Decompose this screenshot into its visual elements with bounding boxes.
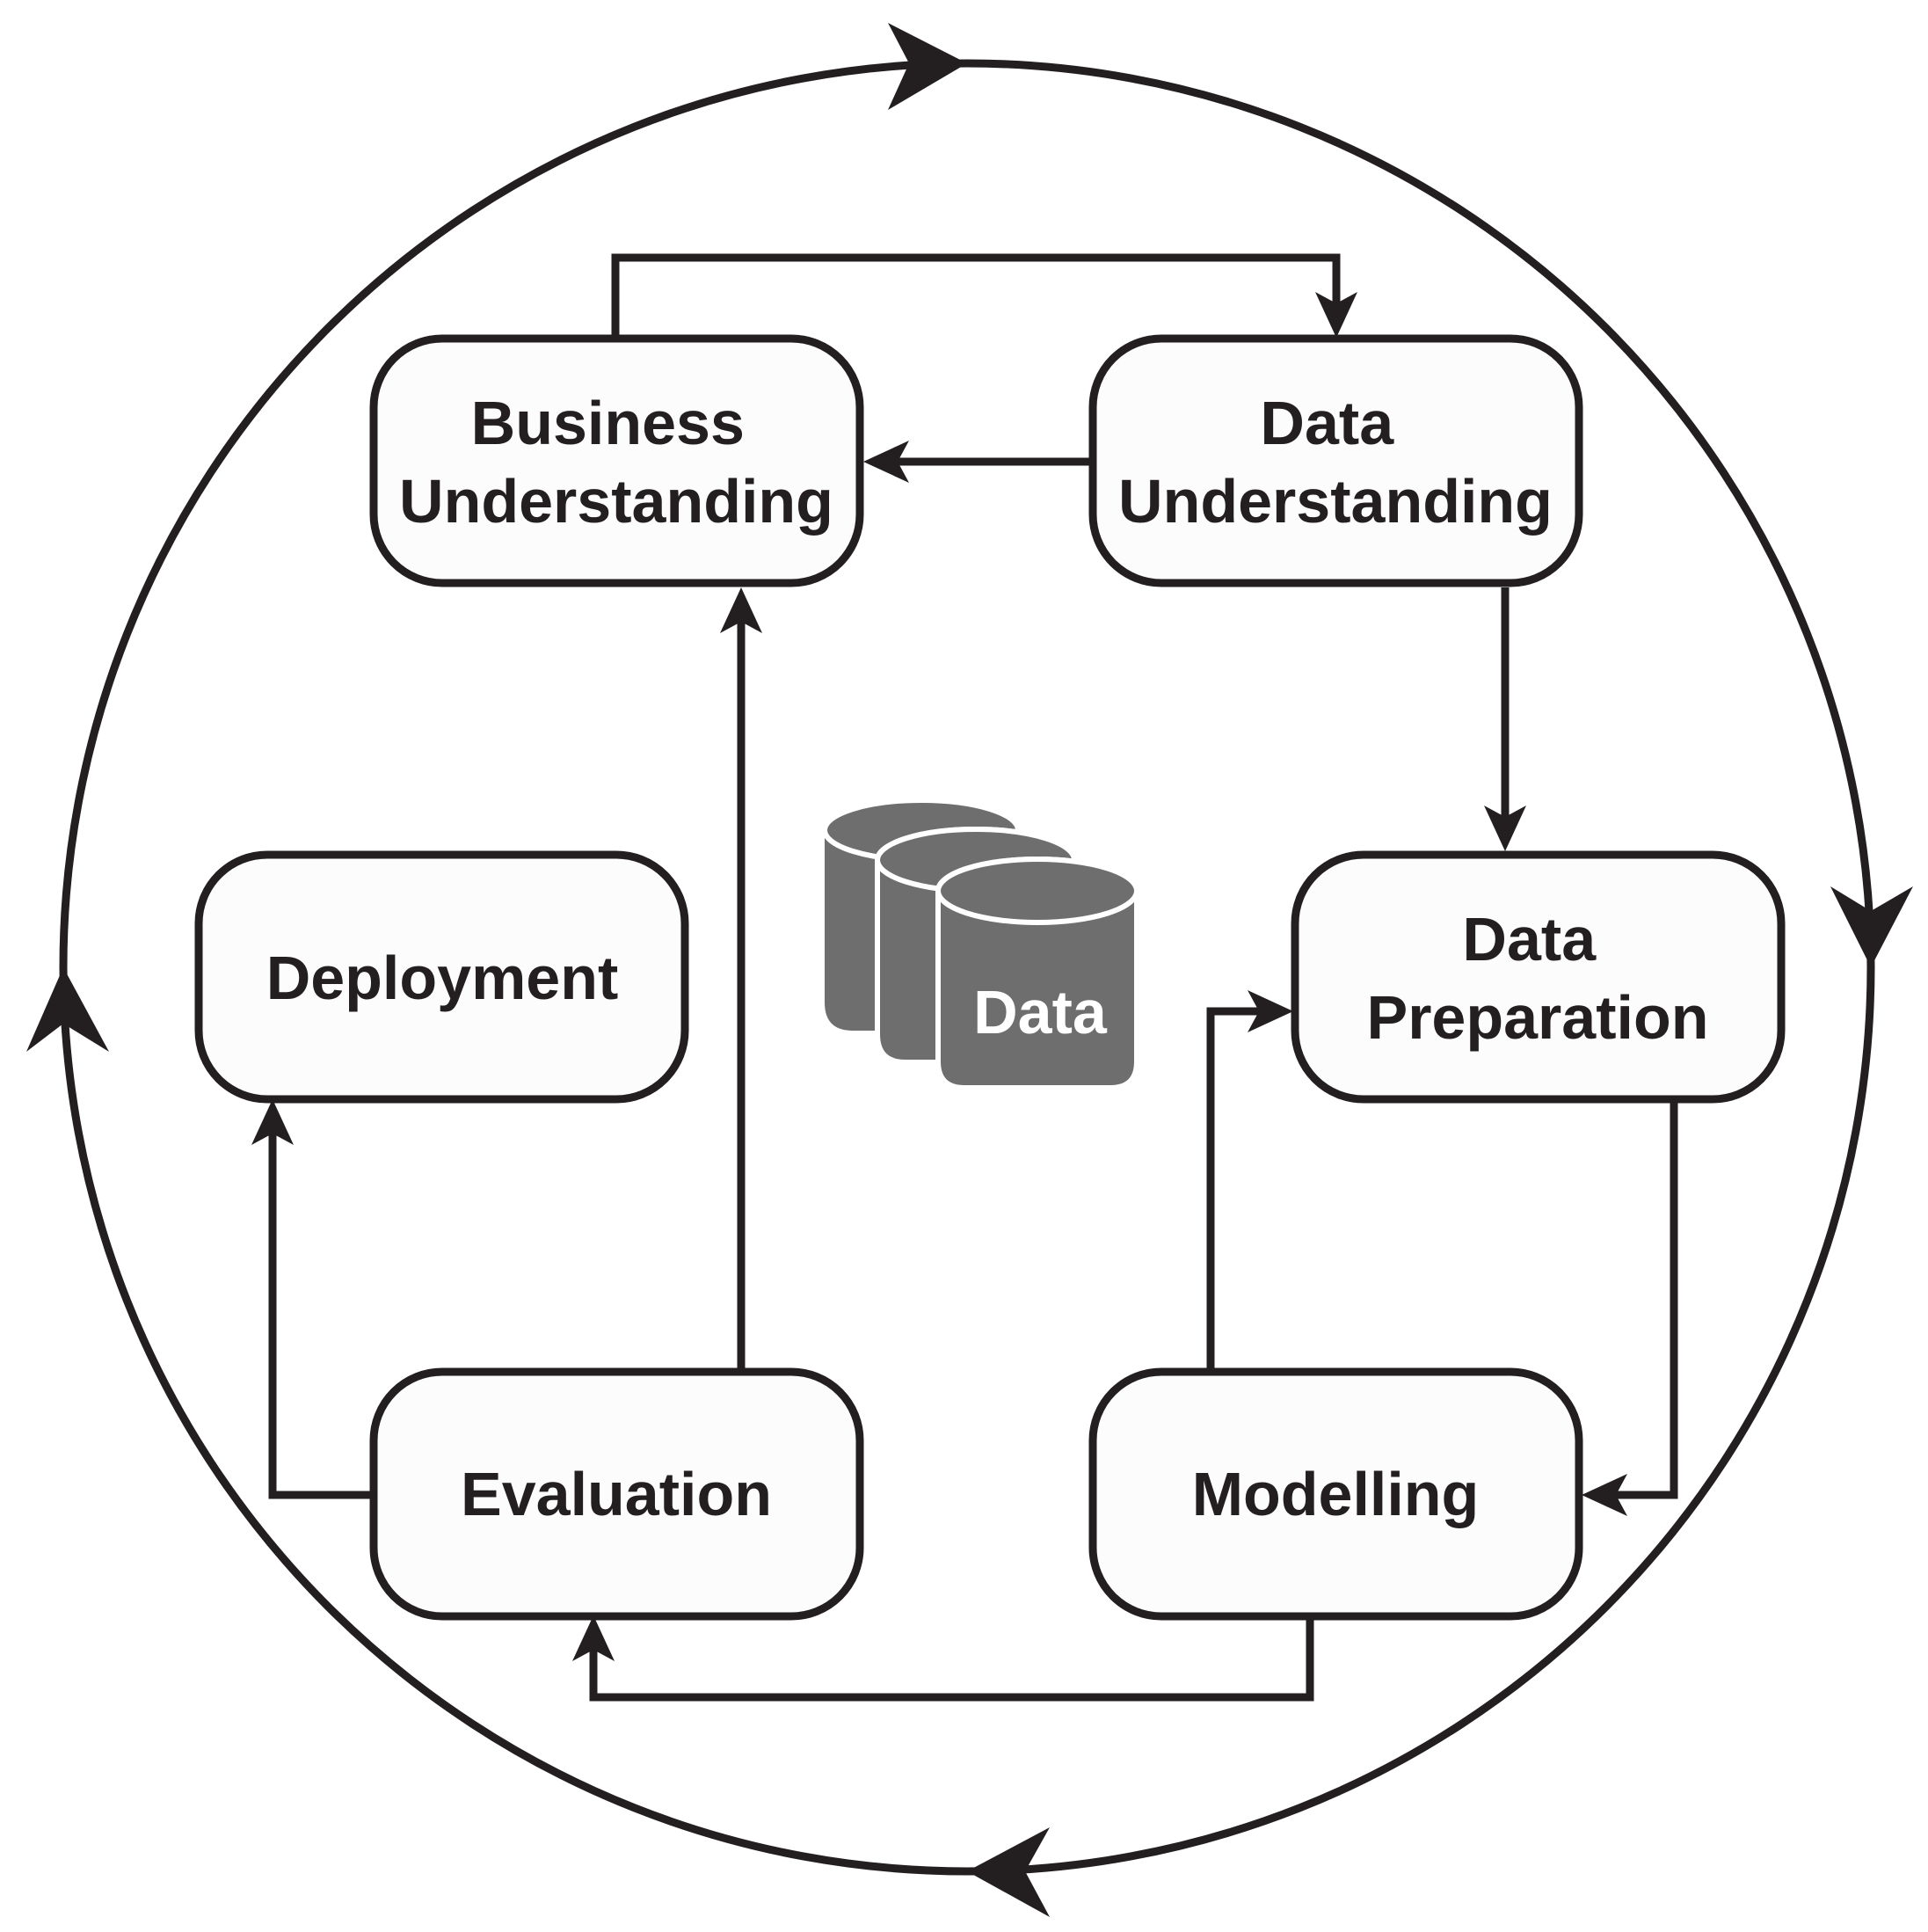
phase-deployment: Deployment (194, 850, 689, 1104)
arrowhead-into-business-understanding-icon (863, 441, 909, 483)
phase-data-understanding: Data Understanding (1088, 334, 1583, 587)
phase-label-line: Business (471, 389, 745, 457)
phase-label: Business Understanding (399, 389, 833, 536)
arrowhead-into-data-preparation-top-icon (1484, 806, 1526, 851)
phase-box (369, 1367, 864, 1621)
phase-label: Deployment (266, 944, 619, 1012)
arrowhead-into-deployment-icon (251, 1099, 294, 1145)
phase-evaluation: Evaluation (369, 1367, 864, 1621)
connector-evaluation-to-deployment (268, 1119, 371, 1499)
phase-label-line: Understanding (399, 467, 833, 536)
phase-box (369, 334, 864, 587)
connector-modelling-to-preparation (1206, 1007, 1273, 1369)
phase-box (194, 850, 689, 1104)
database-icon: Data (822, 798, 1139, 1090)
phase-label: Data Preparation (1367, 905, 1709, 1052)
connector-modelling-to-evaluation (589, 1614, 1314, 1702)
database-label: Data (973, 978, 1108, 1046)
outer-arrow-bottom-icon (967, 1827, 1050, 1917)
phase-label-line: Data (1462, 905, 1597, 973)
arrowhead-into-data-preparation-left-icon (1248, 990, 1293, 1032)
phase-label-line: Deployment (266, 944, 619, 1012)
phase-business-understanding: Business Understanding (369, 334, 864, 587)
phase-box (1088, 1367, 1583, 1621)
phase-label-line: Preparation (1367, 983, 1709, 1052)
phase-data-preparation: Data Preparation (1291, 850, 1786, 1104)
connector-preparation-to-modelling (1602, 1099, 1678, 1499)
connector-business-to-data-understanding (611, 253, 1341, 336)
phase-label: Evaluation (461, 1460, 772, 1528)
arrowhead-into-data-understanding-icon (1315, 292, 1357, 338)
phase-label-line: Modelling (1192, 1460, 1480, 1528)
phase-label-line: Understanding (1118, 467, 1553, 536)
phase-label-line: Evaluation (461, 1460, 772, 1528)
phase-label: Modelling (1192, 1460, 1480, 1528)
phase-label: Data Understanding (1118, 389, 1553, 536)
outer-arrow-right-icon (1830, 886, 1913, 967)
outer-arrow-top-icon (888, 23, 967, 110)
arrowhead-into-evaluation-icon (572, 1615, 615, 1661)
outer-arrow-left-icon (26, 967, 109, 1052)
phase-label-line: Data (1260, 389, 1394, 457)
database-cylinder-front-top (935, 857, 1139, 925)
phase-box (1088, 334, 1583, 587)
arrowhead-into-modelling-icon (1582, 1474, 1627, 1516)
phase-box (1291, 850, 1786, 1104)
phase-modelling: Modelling (1088, 1367, 1583, 1621)
arrowhead-into-business-understanding-bottom-icon (720, 587, 762, 633)
